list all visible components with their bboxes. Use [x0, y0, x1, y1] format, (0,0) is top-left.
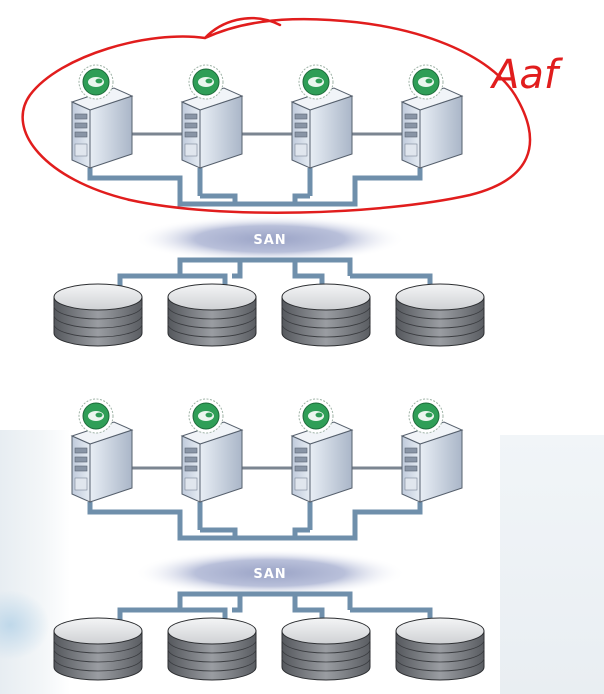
fabric-links-lower	[117, 591, 433, 624]
opensuse-logo-icon	[78, 398, 114, 434]
background-accent	[0, 590, 50, 660]
opensuse-logo-icon	[78, 64, 114, 100]
disk-icon	[53, 617, 143, 681]
server-icon	[400, 398, 464, 503]
server-icon	[400, 64, 464, 169]
opensuse-logo-icon	[188, 398, 224, 434]
annotation-layer: Aaf	[21, 16, 564, 214]
annotation-text: Aaf	[489, 52, 564, 98]
fabric-links-upper	[87, 502, 423, 541]
server-icon	[180, 398, 244, 503]
disk-icon	[281, 283, 371, 347]
san-cluster	[53, 64, 485, 347]
opensuse-logo-icon	[408, 64, 444, 100]
opensuse-logo-icon	[298, 64, 334, 100]
server-icon	[70, 398, 134, 503]
disk-icon	[281, 617, 371, 681]
disk-icon	[167, 283, 257, 347]
opensuse-logo-icon	[188, 64, 224, 100]
disk-icon	[53, 283, 143, 347]
diagrams-layer	[53, 64, 485, 681]
disk-icon	[395, 617, 485, 681]
opensuse-logo-icon	[298, 398, 334, 434]
san-label: SAN	[253, 233, 286, 248]
disk-icon	[395, 283, 485, 347]
san-cluster	[53, 398, 485, 681]
disk-icon	[167, 617, 257, 681]
opensuse-logo-icon	[408, 398, 444, 434]
fabric-links-upper	[87, 168, 423, 207]
server-icon	[290, 64, 354, 169]
server-icon	[180, 64, 244, 169]
annotation-circle	[21, 16, 532, 214]
background-panel-right	[500, 435, 604, 694]
fabric-links-lower	[117, 257, 433, 290]
server-icon	[70, 64, 134, 169]
server-icon	[290, 398, 354, 503]
san-cloud	[134, 215, 406, 263]
san-cloud	[134, 549, 406, 597]
labels-layer: SAN SAN	[253, 233, 286, 582]
san-label: SAN	[253, 567, 286, 582]
